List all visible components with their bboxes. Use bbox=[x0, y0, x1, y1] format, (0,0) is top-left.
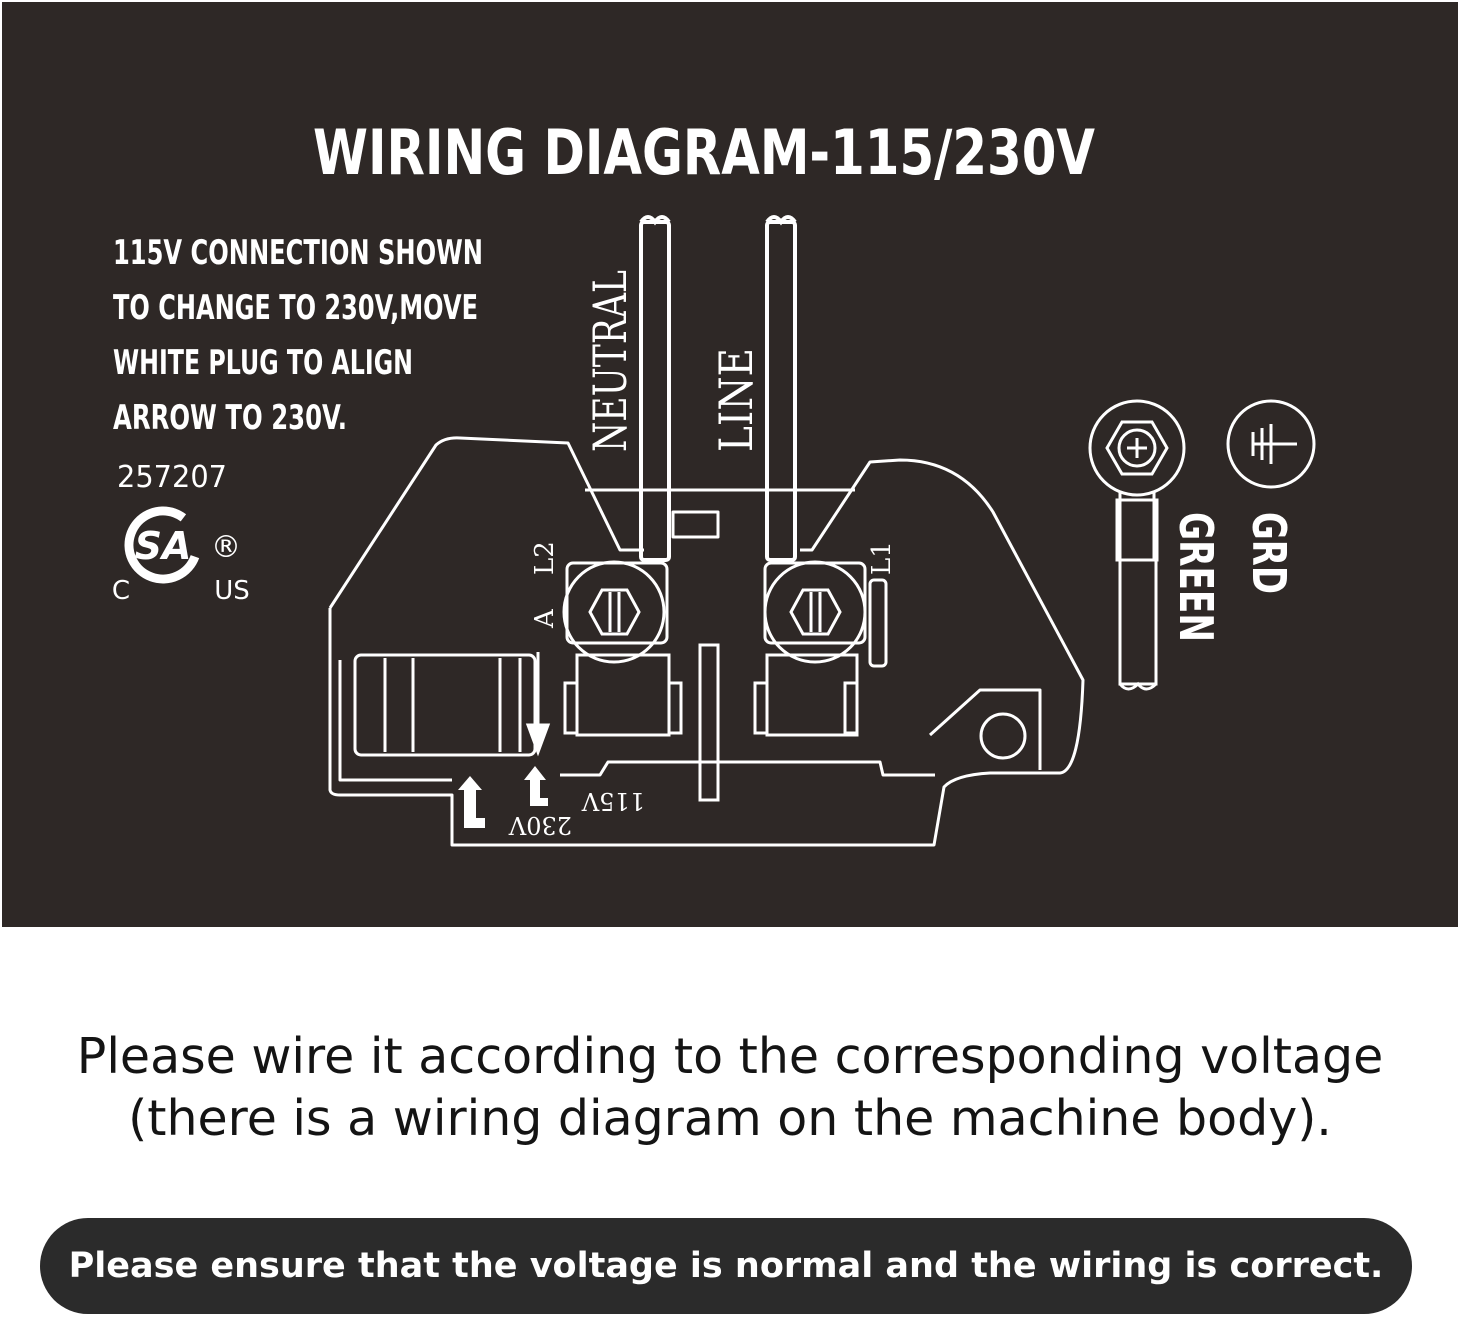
terminal-label-l2: L2 bbox=[530, 541, 560, 575]
grd-label: GRD bbox=[1242, 512, 1296, 594]
ground-screw-icon bbox=[1088, 399, 1186, 691]
csa-mark: ® bbox=[211, 530, 241, 565]
diagram-title: WIRING DIAGRAM-115/230V bbox=[313, 116, 1095, 189]
csa-right-label: US bbox=[214, 576, 250, 606]
instruction-line: ARROW TO 230V. bbox=[113, 398, 347, 438]
line-label: LINE bbox=[709, 348, 763, 452]
terminal-label-l1: L1 bbox=[867, 541, 897, 575]
ground-symbol-icon bbox=[1226, 399, 1316, 489]
caption: Please wire it according to the correspo… bbox=[0, 1026, 1460, 1150]
caption-line-1: Please wire it according to the correspo… bbox=[76, 1028, 1384, 1085]
terminal-screw-icon bbox=[753, 560, 888, 737]
notice-banner: Please ensure that the voltage is normal… bbox=[40, 1218, 1412, 1314]
instruction-line: TO CHANGE TO 230V,MOVE bbox=[113, 288, 478, 328]
wiring-diagram: WIRING DIAGRAM-115/230V 115V CONNECTION … bbox=[112, 116, 1316, 847]
green-label: GREEN bbox=[1169, 512, 1223, 642]
svg-text:SA: SA bbox=[135, 524, 192, 568]
caption-line-2: (there is a wiring diagram on the machin… bbox=[128, 1090, 1332, 1147]
terminal-label-a: A bbox=[530, 608, 560, 629]
label-115v: 115V bbox=[581, 787, 645, 815]
csa-logo-icon: SA bbox=[124, 506, 202, 584]
diagram-panel bbox=[2, 2, 1458, 927]
terminal-l2 bbox=[562, 560, 683, 737]
arrow-230v-icon bbox=[458, 776, 485, 828]
voltage-selector-plug bbox=[353, 652, 551, 757]
neutral-wire bbox=[639, 215, 671, 562]
switch-housing bbox=[328, 436, 1085, 847]
label-230v: 230V bbox=[508, 811, 572, 839]
line-wire bbox=[765, 215, 797, 562]
instruction-line: 115V CONNECTION SHOWN bbox=[113, 233, 483, 273]
neutral-label: NEUTRAL bbox=[583, 270, 637, 452]
arrow-115v-icon bbox=[524, 766, 548, 806]
center-divider bbox=[698, 643, 720, 802]
instruction-line: WHITE PLUG TO ALIGN bbox=[113, 343, 413, 383]
csa-left-label: C bbox=[112, 576, 130, 606]
part-number: 257207 bbox=[117, 460, 227, 495]
